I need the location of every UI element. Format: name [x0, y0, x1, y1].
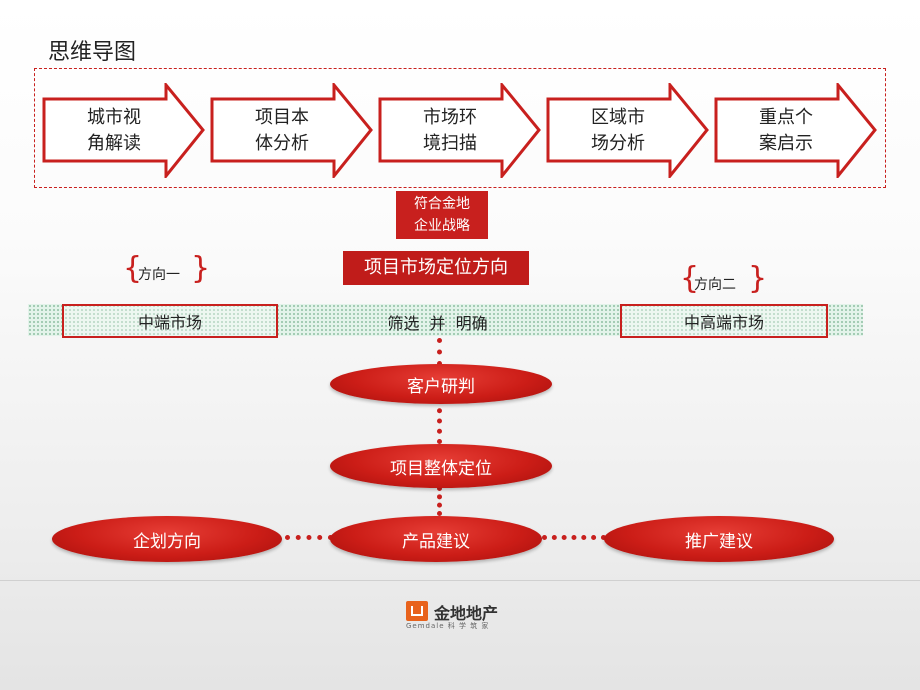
brace-right-two: } — [748, 261, 768, 296]
flow-step-label: 市场环 境扫描 — [423, 106, 477, 154]
direction-one-label: 方向一 — [138, 267, 180, 283]
strategy-box: 符合金地 企业战略 — [396, 191, 488, 239]
flow-step-label: 城市视 角解读 — [87, 106, 141, 154]
connector-positioning-product — [437, 486, 442, 516]
market-mid-high: 中高端市场 — [620, 304, 828, 338]
footer-divider — [0, 580, 920, 581]
direction-two-label: 方向二 — [694, 277, 736, 293]
node-product: 产品建议 — [330, 516, 542, 562]
connector-customer-positioning — [437, 398, 442, 444]
flow-step-5: 重点个 案启示 — [714, 83, 877, 178]
connector-planning-product — [285, 535, 333, 540]
filter-text: 筛选 并 明确 — [387, 314, 488, 333]
connector-product-promotion — [542, 535, 606, 540]
flow-step-1: 城市视 角解读 — [42, 83, 205, 178]
flow-dashed-frame — [34, 68, 886, 188]
market-mid: 中端市场 — [62, 304, 278, 338]
logo-name: 金地地产 — [434, 604, 499, 623]
brace-right-one: } — [191, 251, 211, 286]
brace-left-one: { — [123, 251, 143, 286]
logo-icon — [406, 601, 428, 621]
node-positioning: 项目整体定位 — [330, 444, 552, 488]
arrow-shape-icon — [210, 83, 373, 178]
node-planning: 企划方向 — [52, 516, 282, 562]
arrow-shape-icon — [378, 83, 541, 178]
direction-title: 项目市场定位方向 — [343, 251, 529, 285]
flow-step-2: 项目本 体分析 — [210, 83, 373, 178]
flow-step-3: 市场环 境扫描 — [378, 83, 541, 178]
brace-left-two: { — [680, 261, 700, 296]
brand-logo: 金地地产 Gemdale 科 学 筑 家 — [406, 600, 536, 630]
flow-step-label: 区域市 场分析 — [591, 106, 645, 154]
node-customer: 客户研判 — [330, 364, 552, 404]
page-title: 思维导图 — [48, 40, 137, 65]
arrow-shape-icon — [42, 83, 205, 178]
logo-tagline: Gemdale 科 学 筑 家 — [406, 622, 490, 630]
arrow-shape-icon — [714, 83, 877, 178]
connector-filter-customer — [437, 338, 442, 366]
flow-step-4: 区域市 场分析 — [546, 83, 709, 178]
arrow-shape-icon — [546, 83, 709, 178]
flow-step-label: 重点个 案启示 — [759, 106, 813, 154]
flow-step-label: 项目本 体分析 — [255, 106, 309, 154]
filter-band — [28, 304, 863, 336]
node-promotion: 推广建议 — [604, 516, 834, 562]
